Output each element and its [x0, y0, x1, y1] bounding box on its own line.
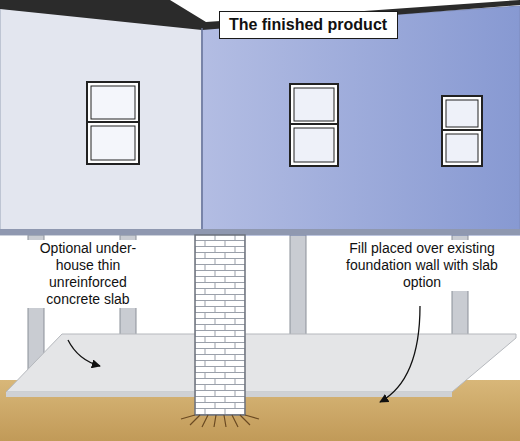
leader-arrow	[380, 306, 420, 402]
pile	[290, 235, 306, 335]
callout-label: Optional under-house thin unreinforced c…	[22, 240, 154, 308]
pier-roots	[181, 415, 259, 427]
left-wall	[0, 8, 202, 235]
leader-arrow	[68, 340, 100, 366]
box-title: The finished product	[229, 16, 387, 34]
brick-pier	[195, 235, 245, 415]
window	[87, 82, 139, 164]
title-box: The finished product	[219, 11, 398, 39]
window	[442, 96, 482, 166]
concrete-slab	[6, 334, 516, 392]
floor-beam	[0, 229, 520, 235]
right-wall	[202, 6, 520, 235]
callout-label: Fill placed over existing foundation wal…	[330, 240, 514, 291]
window	[290, 84, 338, 166]
wall-corner	[201, 28, 203, 235]
